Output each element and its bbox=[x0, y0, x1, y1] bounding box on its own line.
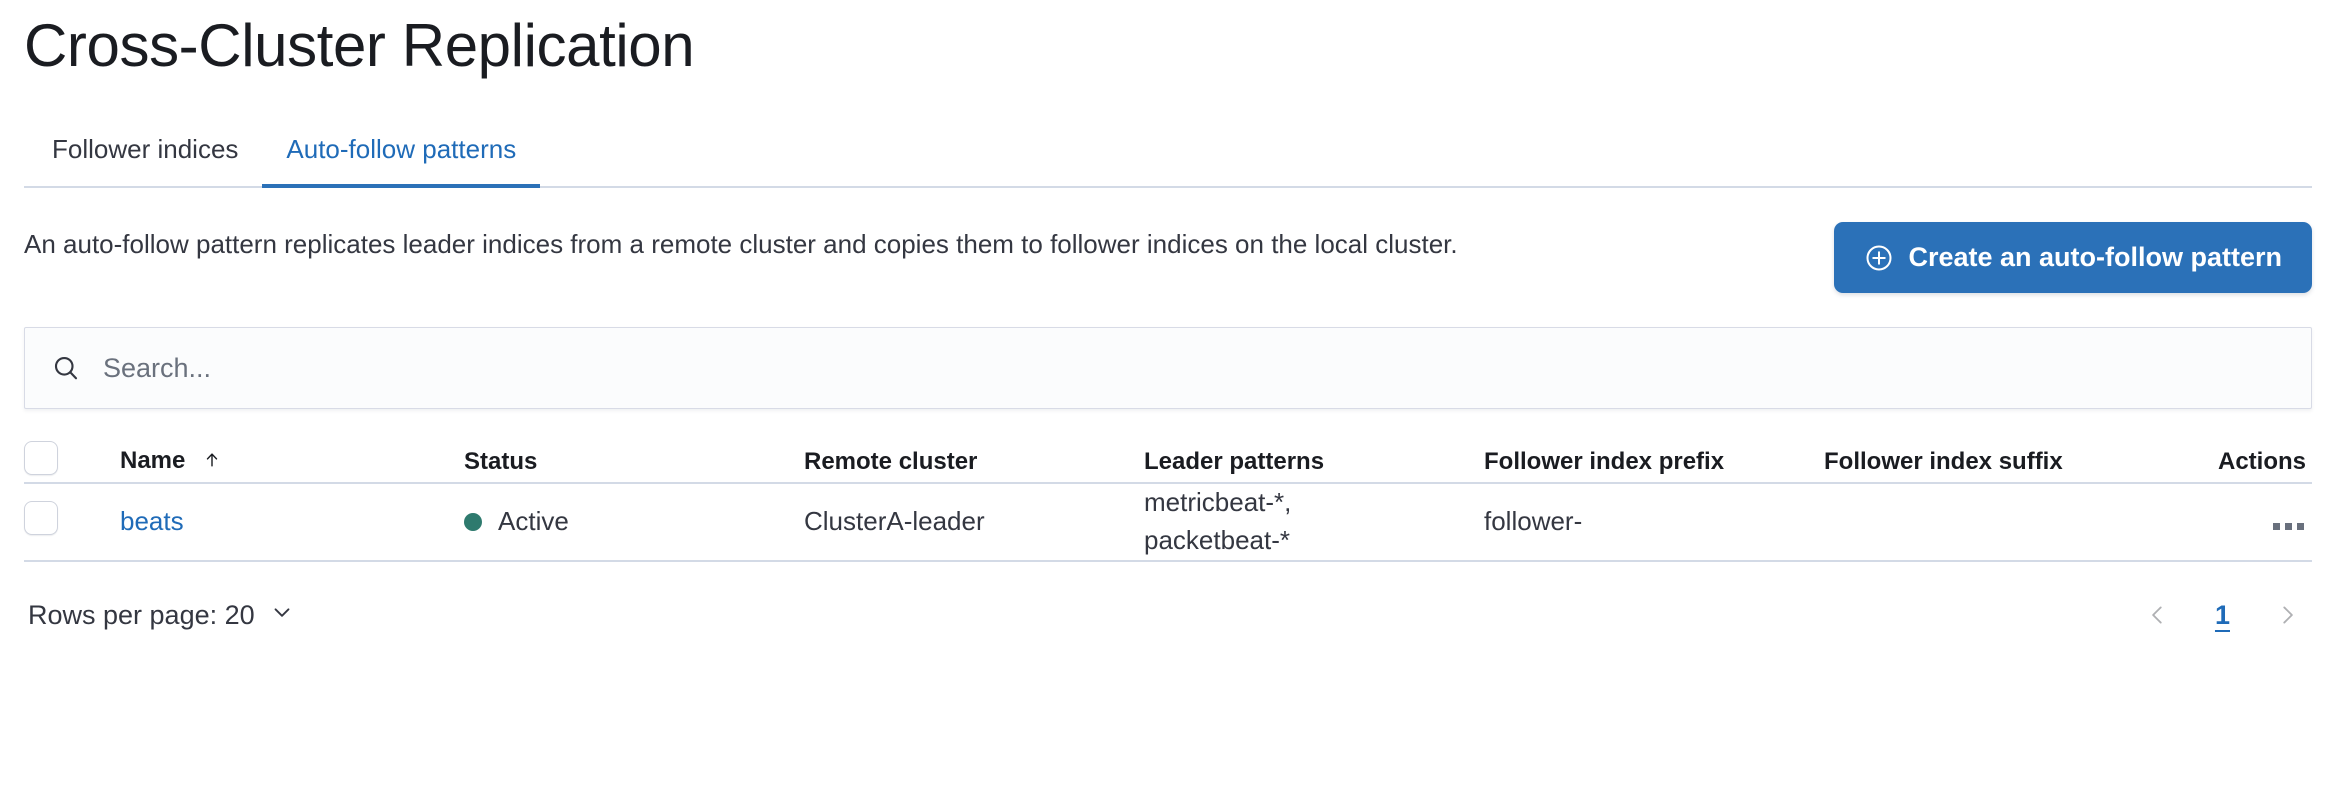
tab-auto-follow-patterns[interactable]: Auto-follow patterns bbox=[262, 136, 541, 188]
select-all-header bbox=[24, 441, 120, 483]
tab-bar: Follower indices Auto-follow patterns bbox=[24, 114, 2312, 188]
page-number-1[interactable]: 1 bbox=[2205, 596, 2240, 635]
cell-follower-index-suffix bbox=[1824, 483, 2164, 561]
pagination: 1 bbox=[2137, 596, 2308, 635]
column-header-actions: Actions bbox=[2217, 447, 2306, 475]
table-body: beats Active ClusterA-leader metricbeat-… bbox=[24, 483, 2312, 561]
search-bar[interactable] bbox=[24, 327, 2312, 409]
tab-follower-indices[interactable]: Follower indices bbox=[24, 136, 262, 188]
cell-remote-cluster: ClusterA-leader bbox=[804, 506, 985, 537]
pattern-name-link[interactable]: beats bbox=[120, 506, 184, 537]
chevron-right-icon[interactable] bbox=[2266, 596, 2308, 634]
cell-actions bbox=[2164, 483, 2312, 561]
rows-per-page-selector[interactable]: Rows per page: 20 bbox=[28, 599, 295, 632]
rows-per-page-label: Rows per page: 20 bbox=[28, 599, 255, 630]
page-description: An auto-follow pattern replicates leader… bbox=[24, 229, 1458, 259]
column-header-name[interactable]: Name bbox=[120, 441, 464, 483]
chevron-left-icon[interactable] bbox=[2137, 596, 2179, 634]
column-header-remote-cluster[interactable]: Remote cluster bbox=[804, 447, 978, 475]
search-input[interactable] bbox=[103, 328, 2285, 408]
auto-follow-patterns-table: Name Status Remote cluster Leader patter… bbox=[24, 441, 2312, 562]
column-header-follower-index-suffix[interactable]: Follower index suffix bbox=[1824, 447, 2063, 475]
cell-leader-patterns: metricbeat-*, packetbeat-* bbox=[1144, 487, 1292, 555]
create-auto-follow-pattern-button[interactable]: Create an auto-follow pattern bbox=[1834, 222, 2312, 293]
row-checkbox[interactable] bbox=[24, 501, 58, 536]
create-button-label: Create an auto-follow pattern bbox=[1908, 242, 2282, 272]
chevron-down-icon bbox=[269, 599, 295, 632]
page-title: Cross-Cluster Replication bbox=[24, 12, 695, 79]
plus-in-circle-icon bbox=[1864, 243, 1894, 273]
arrow-up-icon bbox=[202, 449, 222, 477]
status-dot-icon bbox=[464, 512, 482, 531]
column-header-status[interactable]: Status bbox=[464, 447, 538, 475]
table-header: Name Status Remote cluster Leader patter… bbox=[24, 441, 2312, 483]
search-icon bbox=[51, 353, 81, 383]
table-row: beats Active ClusterA-leader metricbeat-… bbox=[24, 483, 2312, 561]
status-label: Active bbox=[498, 506, 569, 537]
cell-follower-index-prefix: follower- bbox=[1484, 506, 1583, 537]
select-all-checkbox[interactable] bbox=[24, 441, 58, 475]
column-header-follower-index-prefix[interactable]: Follower index prefix bbox=[1484, 447, 1725, 475]
column-header-leader-patterns[interactable]: Leader patterns bbox=[1144, 447, 1325, 475]
table-footer: Rows per page: 20 1 bbox=[24, 596, 2312, 635]
table-header-row: Name Status Remote cluster Leader patter… bbox=[24, 441, 2312, 483]
description-row: An auto-follow pattern replicates leader… bbox=[24, 222, 2312, 293]
more-actions-icon[interactable] bbox=[2271, 515, 2306, 538]
row-select-cell bbox=[24, 483, 120, 561]
column-header-name-label: Name bbox=[120, 446, 186, 474]
cell-status: Active bbox=[464, 483, 804, 561]
cell-name: beats bbox=[120, 483, 464, 561]
